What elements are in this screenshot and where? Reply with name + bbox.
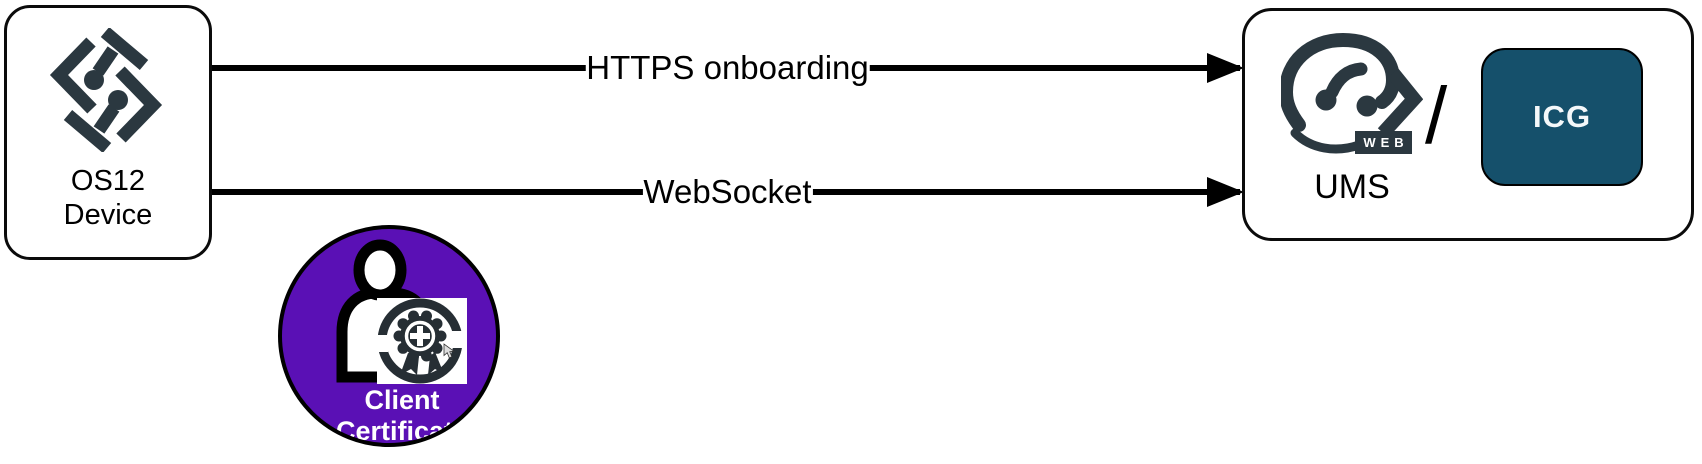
client-certificate-badge: Client Certificate [278,225,500,447]
device-label-line1: OS12 [70,165,146,197]
igel-ums-web-logo-icon [1281,33,1423,154]
web-badge-label: WEB [1363,135,1409,150]
igel-os-logo-icon [49,28,163,152]
arrow-label-https-onboarding: HTTPS onboarding [585,47,870,89]
person-certificate-icon [336,239,467,384]
certificate-badge-icon [374,298,466,384]
cursor-icon [443,343,456,359]
right-arrowhead-icon [1207,53,1244,83]
ums-box: WEB / ICG UMS [1242,8,1694,241]
device-box: OS12 Device [4,5,212,260]
certificate-label: Client Certificate [312,385,492,446]
slash-separator: / [1425,71,1448,160]
web-badge: WEB [1355,131,1412,154]
ums-label: UMS [1314,168,1390,206]
device-box-label: OS12 Device [7,164,209,232]
icg-label: ICG [1532,99,1592,134]
certificate-label-line2: Certificate [335,416,469,446]
device-label-line2: Device [63,199,153,231]
right-arrowhead-icon [1207,177,1244,207]
certificate-label-line1: Client [364,385,440,415]
icg-box: ICG [1481,48,1643,186]
arrow-label-websocket: WebSocket [642,171,813,213]
